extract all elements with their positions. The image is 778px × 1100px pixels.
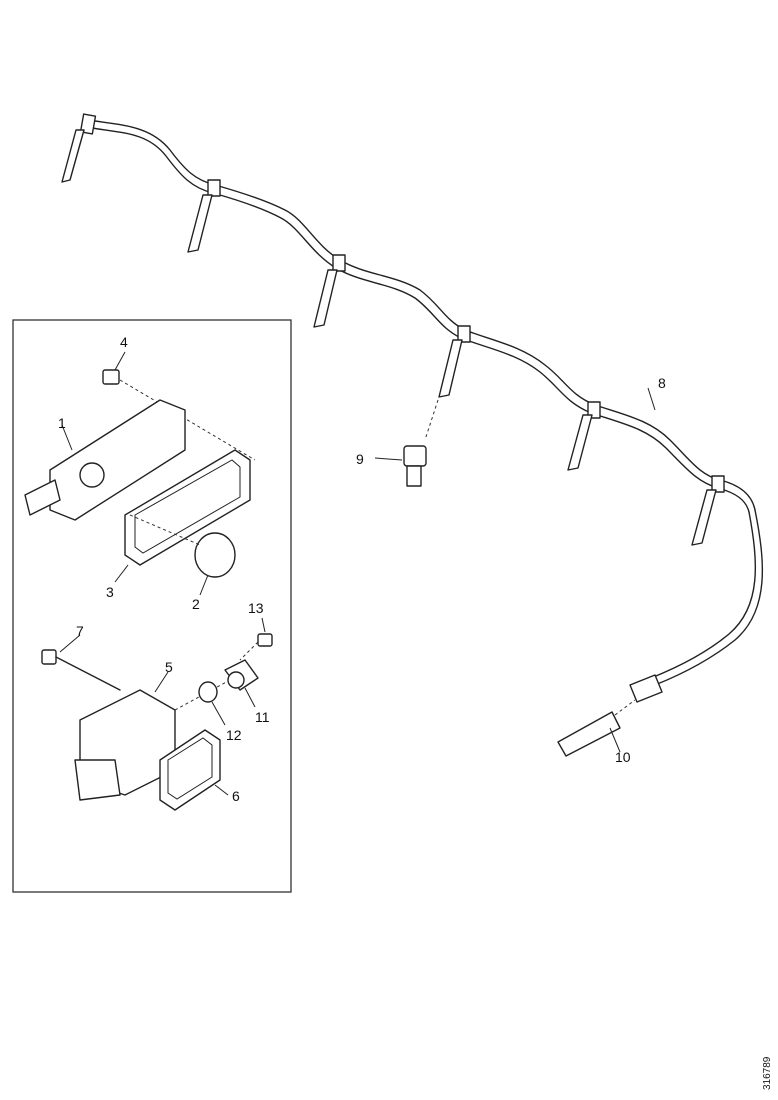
harness-leads xyxy=(61,129,717,546)
bolt-part-7 xyxy=(41,634,121,691)
label-8: 8 xyxy=(658,375,666,391)
connector-part-10 xyxy=(557,674,663,757)
cap-part-2 xyxy=(129,514,236,596)
label-12: 12 xyxy=(226,727,242,743)
bolt-part-4 xyxy=(102,351,256,461)
label-2: 2 xyxy=(192,596,200,612)
sensor-part-11 xyxy=(224,659,259,708)
oring-part-12 xyxy=(198,681,226,726)
inset-frame xyxy=(12,319,292,893)
label-10: 10 xyxy=(615,749,631,765)
label-7: 7 xyxy=(76,623,84,639)
gasket-part-3 xyxy=(114,449,251,583)
label-11: 11 xyxy=(255,709,270,725)
label-13: 13 xyxy=(248,600,264,616)
label-6: 6 xyxy=(232,788,240,804)
label-1: 1 xyxy=(58,415,66,431)
label-9: 9 xyxy=(356,451,364,467)
sensor-part-9 xyxy=(374,445,427,487)
label-4: 4 xyxy=(120,334,128,350)
reference-code: 316789 xyxy=(762,1056,773,1090)
screw-part-13 xyxy=(239,617,273,661)
housing-part-1 xyxy=(24,399,186,521)
label-3: 3 xyxy=(106,584,114,600)
gasket-part-6 xyxy=(159,729,229,811)
label-5: 5 xyxy=(165,659,173,675)
wiring-harness xyxy=(79,113,764,686)
